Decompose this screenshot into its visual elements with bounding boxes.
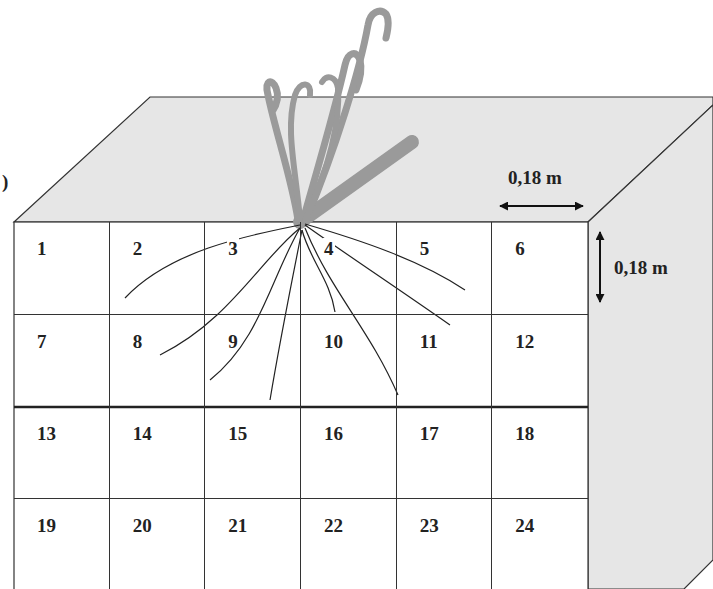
grid-cell: 18 — [492, 407, 588, 499]
cell-number: 2 — [132, 238, 144, 259]
grid-cell: 24 — [492, 499, 588, 589]
cell-number: 7 — [36, 331, 48, 352]
grid-cell: 3 — [205, 222, 301, 315]
cell-number: 4 — [323, 238, 335, 259]
cell-number: 6 — [514, 238, 526, 259]
cell-number: 14 — [132, 423, 153, 444]
cell-number: 1 — [36, 238, 48, 259]
panel-letter: ) — [2, 172, 8, 191]
dimension-label: 0,18 m — [508, 168, 562, 187]
cell-number: 16 — [323, 423, 344, 444]
grid-cell: 2 — [110, 222, 206, 315]
grid-cell: 12 — [492, 315, 588, 407]
grid-cell: 21 — [205, 499, 301, 589]
grid-cell: 6 — [492, 222, 588, 315]
cell-number: 9 — [227, 331, 239, 352]
grid-cell: 22 — [301, 499, 397, 589]
grid-cell: 11 — [397, 315, 493, 407]
grid-cell: 13 — [14, 407, 110, 499]
cell-number: 10 — [323, 331, 344, 352]
cell-number: 8 — [132, 331, 144, 352]
cell-number: 22 — [323, 515, 344, 536]
cell-number: 3 — [227, 238, 239, 259]
dimension-label: 0,18 m — [614, 258, 668, 277]
grid-cell: 4 — [301, 222, 397, 315]
cell-number: 23 — [419, 515, 440, 536]
cell-number: 24 — [514, 515, 535, 536]
cell-number: 12 — [514, 331, 535, 352]
grid-cell: 23 — [397, 499, 493, 589]
cell-number: 15 — [227, 423, 248, 444]
grid-cell: 5 — [397, 222, 493, 315]
grid-cell: 15 — [205, 407, 301, 499]
grid-cell: 9 — [205, 315, 301, 407]
block-side-face — [588, 105, 713, 589]
grid-cell: 20 — [110, 499, 206, 589]
grid-cell: 10 — [301, 315, 397, 407]
cell-number: 18 — [514, 423, 535, 444]
cell-number: 17 — [419, 423, 440, 444]
roots — [125, 224, 465, 400]
grid-cell: 1 — [14, 222, 110, 315]
plant — [267, 11, 412, 222]
grid-cell: 7 — [14, 315, 110, 407]
grid-cell: 17 — [397, 407, 493, 499]
cell-number: 11 — [419, 331, 439, 352]
cell-number: 13 — [36, 423, 57, 444]
cell-number: 5 — [419, 238, 431, 259]
dimension-arrow — [599, 232, 601, 302]
grid-cell: 14 — [110, 407, 206, 499]
dimension-arrow — [500, 205, 583, 207]
cell-number: 21 — [227, 515, 248, 536]
grid-cell: 19 — [14, 499, 110, 589]
grid-cell: 8 — [110, 315, 206, 407]
grid-cell: 16 — [301, 407, 397, 499]
cell-number: 19 — [36, 515, 57, 536]
block-front-face — [14, 222, 588, 589]
cell-number: 20 — [132, 515, 153, 536]
